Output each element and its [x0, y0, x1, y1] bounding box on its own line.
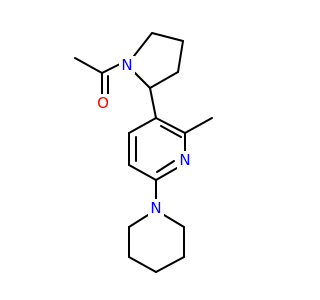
- atom-n-pyrrolidine: N: [119, 56, 135, 74]
- atom-n-piperidine-label: N: [150, 199, 161, 217]
- bond-pip-upper-n: [128, 214, 149, 228]
- bond-pyr-n1-c6: [155, 167, 178, 181]
- atom-n-pyridine: N: [177, 151, 193, 169]
- atom-n-piperidine: N: [148, 199, 164, 217]
- bond-ring-right: [177, 40, 184, 73]
- bond-ch-n: [133, 71, 151, 89]
- atom-n-pyridine-label: N: [179, 151, 190, 169]
- bond-pyr-n1-c6-inner: [156, 160, 175, 173]
- bond-ring-bottom: [149, 71, 179, 89]
- bond-methyl-carbonyl: [74, 57, 103, 74]
- bond-pyrrolidine-pyridine: [149, 87, 157, 119]
- bond-pyr-c4-c3: [128, 117, 157, 134]
- bond-pyr-c3-c2-inner: [160, 125, 182, 138]
- bond-pyridine-methyl: [184, 117, 213, 134]
- bond-carbonyl-nitrogen: [101, 63, 121, 74]
- bond-pyr-c6-c5: [128, 164, 157, 181]
- molecule-structure: N O N N: [74, 32, 213, 273]
- bond-ring-top: [151, 32, 184, 42]
- atom-o-carbonyl-label: O: [97, 94, 109, 112]
- bond-pip-lower-bottom: [155, 256, 185, 273]
- bond-n-ch2: [133, 32, 153, 57]
- atom-o-carbonyl: O: [95, 94, 111, 112]
- bond-pip-bottom-left: [128, 256, 157, 273]
- bond-pyr-c3-c2: [155, 117, 186, 134]
- bond-pip-n-right: [163, 214, 185, 228]
- atom-n-pyrrolidine-label: N: [121, 56, 132, 74]
